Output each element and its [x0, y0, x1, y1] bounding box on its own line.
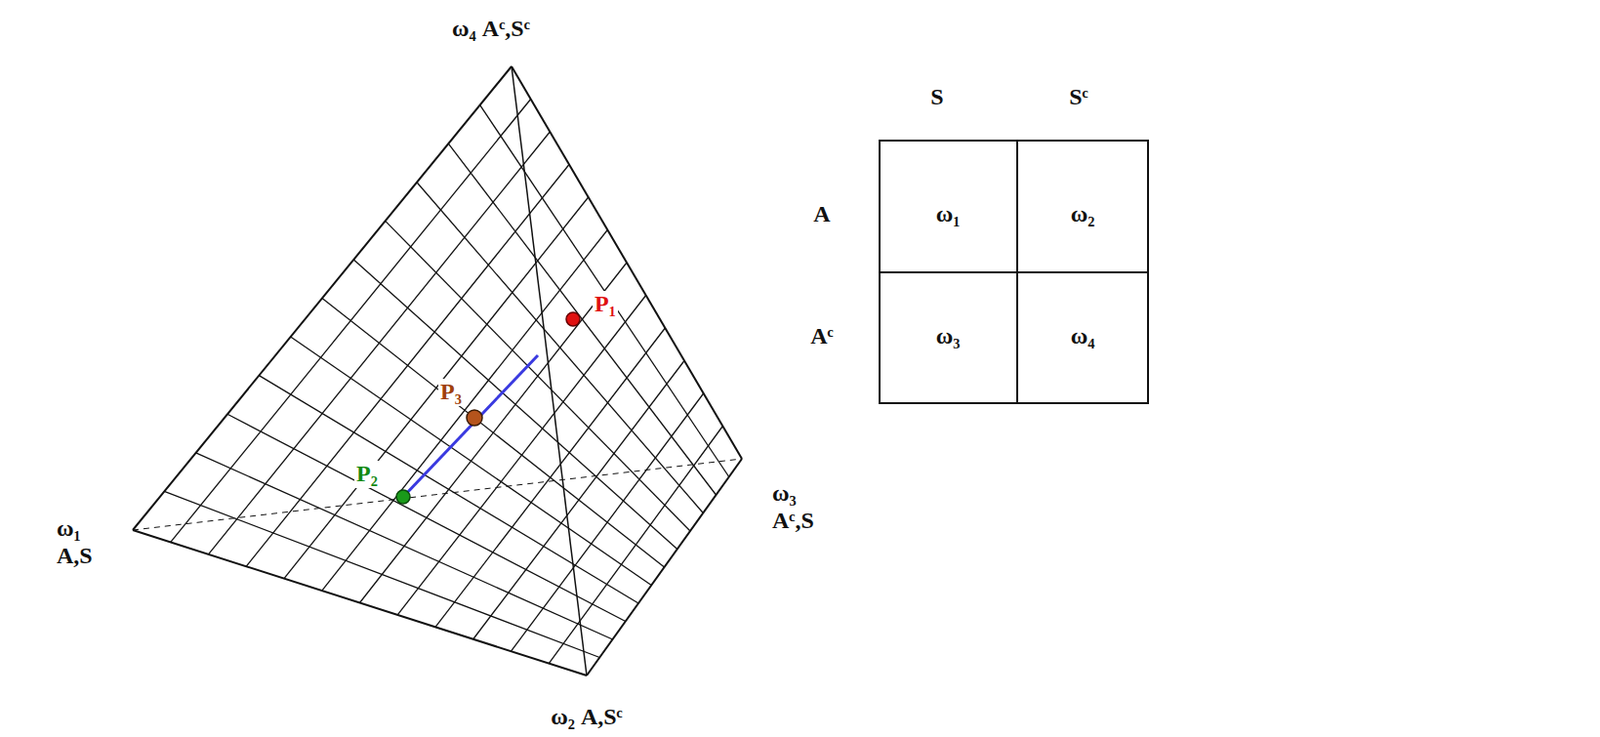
point-label: P₁ — [592, 290, 618, 319]
point-marker — [466, 410, 483, 426]
simplex-edge — [548, 426, 723, 664]
simplex-edge — [397, 295, 646, 616]
vertex-label: ω₁ A,S — [56, 515, 106, 570]
point-label: P₂ — [354, 460, 380, 489]
table-cell: ω₄ — [1070, 323, 1096, 351]
table-cell: ω₂ — [1070, 201, 1096, 229]
simplex-edge — [448, 143, 716, 495]
simplex-edge — [473, 361, 685, 640]
column-header: S — [930, 83, 944, 112]
contingency-table — [879, 140, 1149, 404]
simplex-edge — [385, 220, 691, 532]
simplex-edge — [480, 105, 730, 478]
table-rule — [879, 271, 1149, 274]
simplex-edge — [416, 182, 703, 514]
simplex-edge — [435, 328, 665, 627]
vertex-label: ω₄ Aᶜ,Sᶜ — [451, 15, 531, 43]
point-marker — [566, 312, 580, 327]
point-label: P₃ — [438, 378, 464, 407]
column-header: Sᶜ — [1068, 83, 1089, 112]
ruled-surface — [132, 66, 742, 676]
table-frame — [879, 140, 1149, 404]
point-marker — [396, 490, 411, 504]
row-header: A — [813, 201, 830, 229]
vertex-label: ω₂ A,Sᶜ — [550, 703, 623, 732]
simplex-edge — [132, 458, 742, 531]
vertex-label: ω₃ Aᶜ,S — [772, 480, 831, 534]
table-cell: ω₃ — [936, 323, 961, 351]
simplex-edge — [353, 259, 677, 550]
simplex-edge — [511, 393, 704, 652]
table-cell: ω₁ — [936, 201, 961, 229]
row-header: Aᶜ — [810, 323, 834, 351]
path-line — [403, 355, 538, 497]
